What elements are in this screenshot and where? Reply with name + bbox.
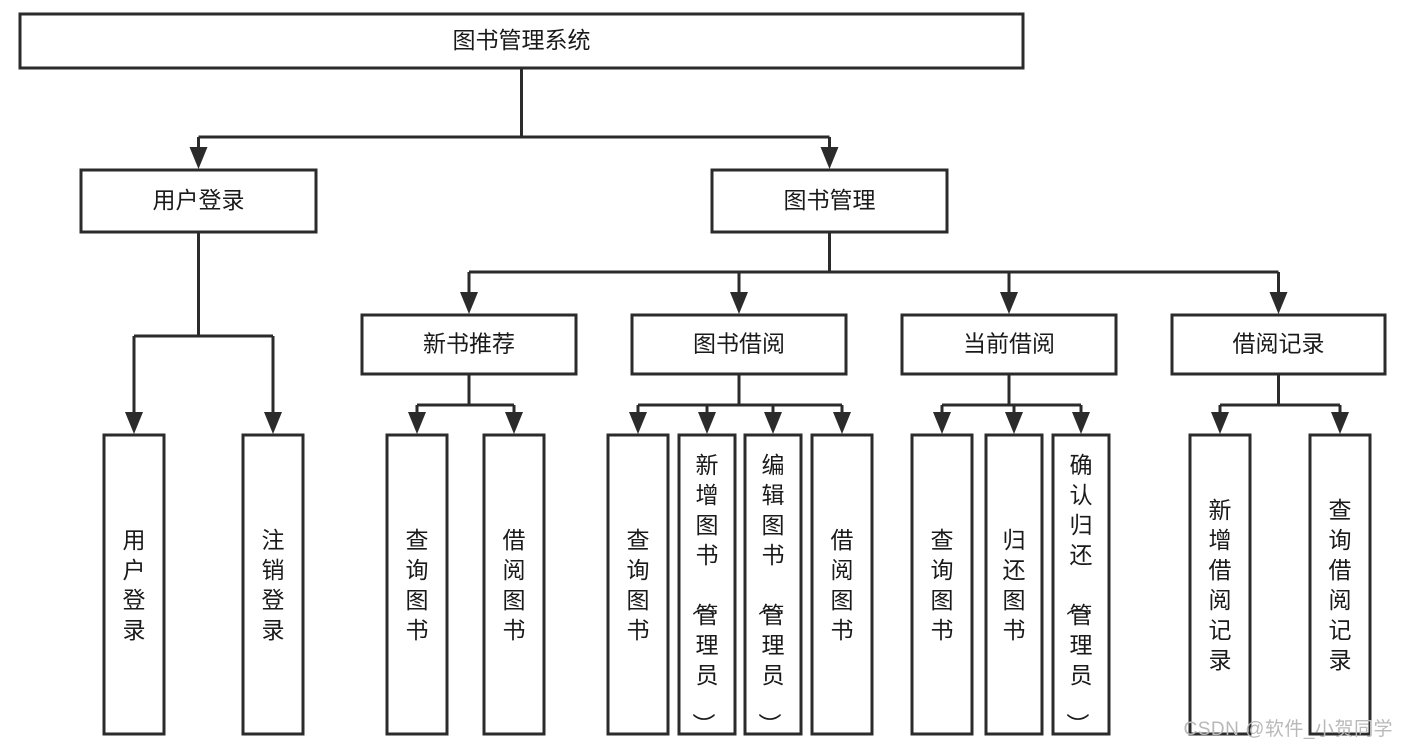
node-label: 新增图书（管理员）	[691, 452, 719, 736]
node-leaf_1[interactable]: 注销登录	[241, 433, 305, 736]
node-label: 查询图书	[627, 527, 650, 643]
node-leaf_9[interactable]: 归还图书	[984, 433, 1044, 736]
node-label: 当前借阅	[963, 331, 1055, 357]
node-box	[385, 433, 449, 736]
node-label: 确认归还（管理员）	[1065, 452, 1093, 736]
node-leaf_2[interactable]: 查询图书	[385, 433, 449, 736]
node-label: 图书借阅	[693, 331, 785, 357]
node-box	[79, 168, 318, 234]
node-l2_0[interactable]: 用户登录	[79, 168, 318, 234]
node-box	[102, 433, 166, 736]
node-leaf_6[interactable]: 编辑图书（管理员）	[743, 433, 803, 736]
node-l3_0[interactable]: 新书推荐	[360, 313, 578, 376]
node-box	[1308, 433, 1372, 736]
node-label: 图书管理系统	[453, 27, 591, 53]
node-box	[1188, 433, 1252, 736]
node-box	[1051, 433, 1111, 736]
node-leaf_3[interactable]: 借阅图书	[482, 433, 546, 736]
node-box	[910, 433, 974, 736]
node-box	[360, 313, 578, 376]
node-label: 查询图书	[406, 527, 429, 643]
node-label: 新增借阅记录	[1209, 497, 1232, 673]
node-label: 用户登录	[123, 527, 146, 643]
node-leaf_4[interactable]: 查询图书	[606, 433, 670, 736]
node-root[interactable]: 图书管理系统	[18, 12, 1025, 70]
node-label: 查询借阅记录	[1329, 497, 1352, 673]
node-label: 归还图书	[1003, 527, 1026, 643]
node-box	[606, 433, 670, 736]
node-leaf_10[interactable]: 确认归还（管理员）	[1051, 433, 1111, 736]
node-l3_2[interactable]: 当前借阅	[900, 313, 1118, 376]
node-label: 编辑图书（管理员）	[757, 452, 785, 736]
node-layer: 图书管理系统用户登录图书管理新书推荐图书借阅当前借阅借阅记录用户登录注销登录查询…	[18, 12, 1387, 736]
csdn-watermark: CSDN @软件_小贺同学	[1183, 719, 1393, 740]
node-box	[1170, 313, 1387, 376]
node-label: 借阅图书	[831, 527, 854, 643]
node-label: 借阅记录	[1233, 331, 1325, 357]
node-leaf_8[interactable]: 查询图书	[910, 433, 974, 736]
node-label: 用户登录	[153, 187, 245, 213]
connector-layer	[125, 68, 1349, 434]
node-box	[984, 433, 1044, 736]
node-label: 图书管理	[784, 187, 876, 213]
node-box	[810, 433, 874, 736]
node-l3_1[interactable]: 图书借阅	[630, 313, 848, 376]
node-leaf_5[interactable]: 新增图书（管理员）	[677, 433, 737, 736]
node-box	[241, 433, 305, 736]
node-leaf_0[interactable]: 用户登录	[102, 433, 166, 736]
node-box	[677, 433, 737, 736]
node-box	[900, 313, 1118, 376]
node-leaf_12[interactable]: 查询借阅记录	[1308, 433, 1372, 736]
node-box	[482, 433, 546, 736]
node-label: 新书推荐	[423, 331, 515, 357]
node-box	[743, 433, 803, 736]
node-box	[710, 168, 949, 234]
node-label: 借阅图书	[503, 527, 526, 643]
node-leaf_7[interactable]: 借阅图书	[810, 433, 874, 736]
node-leaf_11[interactable]: 新增借阅记录	[1188, 433, 1252, 736]
node-box	[630, 313, 848, 376]
node-l2_1[interactable]: 图书管理	[710, 168, 949, 234]
node-l3_3[interactable]: 借阅记录	[1170, 313, 1387, 376]
node-box	[18, 12, 1025, 70]
node-label: 查询图书	[931, 527, 954, 643]
node-label: 注销登录	[262, 527, 285, 643]
